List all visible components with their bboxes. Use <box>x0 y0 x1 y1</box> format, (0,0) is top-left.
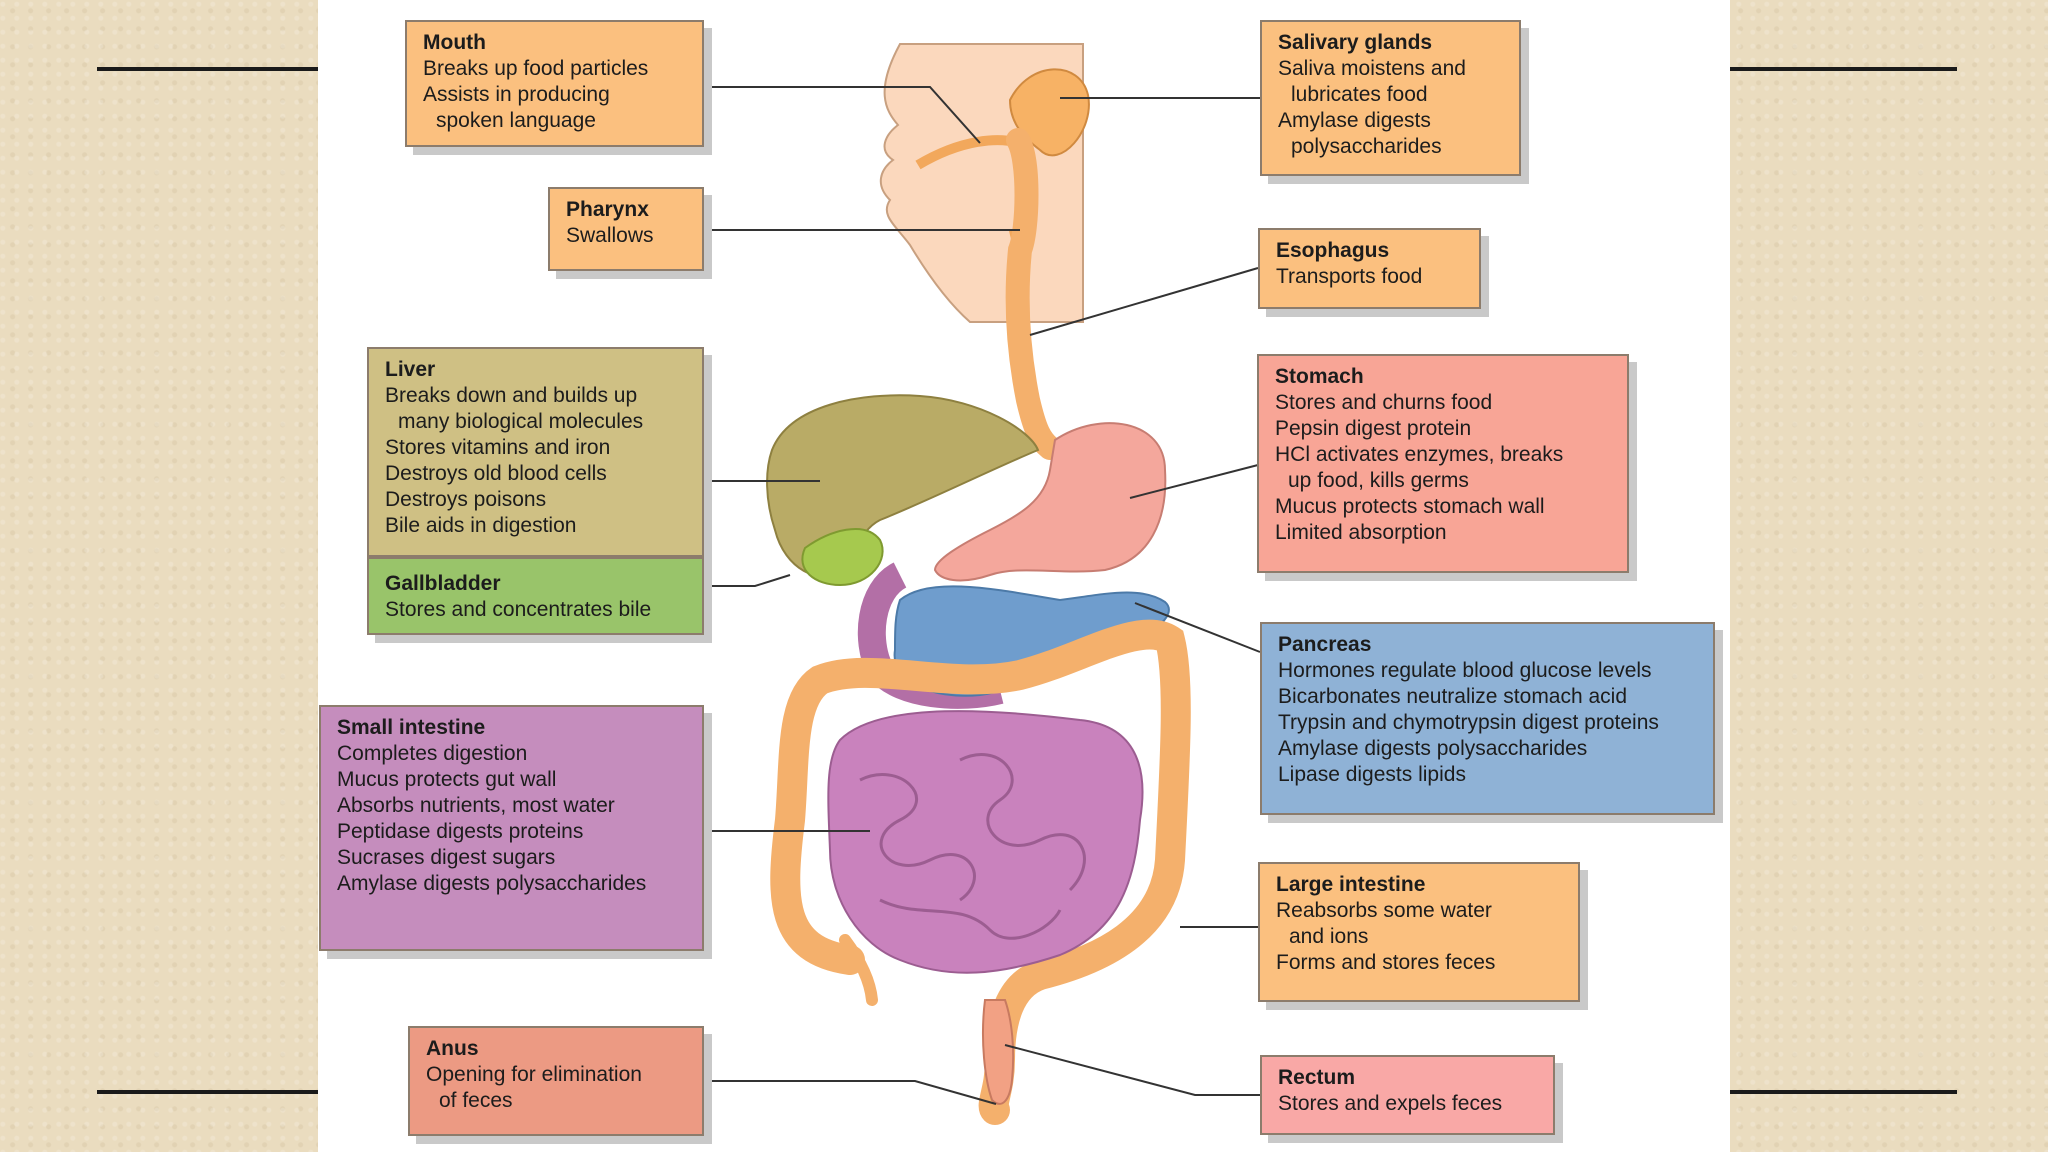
stomach-line: HCl activates enzymes, breaks <box>1275 443 1564 466</box>
anus-label: Anus Opening for elimination of feces <box>408 1026 704 1136</box>
pancreas-line: Lipase digests lipids <box>1278 763 1466 786</box>
small-intestine-shape <box>827 710 1144 974</box>
leader-anus <box>703 1080 997 1105</box>
salivary-glands-title: Salivary glands <box>1278 31 1433 54</box>
esophagus-line: Transports food <box>1276 265 1423 288</box>
stomach-line: up food, kills germs <box>1288 469 1469 492</box>
gallbladder-line: Stores and concentrates bile <box>385 598 652 621</box>
pancreas-line: Hormones regulate blood glucose levels <box>1278 659 1652 682</box>
salivary-glands-line: Amylase digests <box>1278 109 1431 132</box>
leader-lines <box>550 86 1261 1105</box>
stomach-line: Pepsin digest protein <box>1275 417 1472 440</box>
pharynx-title: Pharynx <box>566 198 649 221</box>
liver-line: Destroys poisons <box>385 488 547 511</box>
esophagus-title: Esophagus <box>1276 239 1390 262</box>
decor-line-bottom-left <box>97 1090 318 1094</box>
rectum-title: Rectum <box>1278 1066 1356 1089</box>
stomach-shape <box>933 422 1167 582</box>
leader-mouth <box>703 86 981 144</box>
pancreas-line: Trypsin and chymotrypsin digest proteins <box>1278 711 1659 734</box>
gallbladder-shape <box>801 527 884 587</box>
rectum-line: Stores and expels feces <box>1278 1092 1503 1115</box>
leader-stomach <box>1129 464 1259 499</box>
rectum-label: Rectum Stores and expels feces <box>1260 1055 1555 1135</box>
large-intestine-shape <box>770 619 1191 1125</box>
leader-pancreas <box>1134 602 1261 653</box>
stomach-line: Mucus protects stomach wall <box>1275 495 1545 518</box>
appendix-shape <box>839 934 878 1006</box>
salivary-glands-label: Salivary glands Saliva moistens and lubr… <box>1260 20 1521 176</box>
pancreas-line: Bicarbonates neutralize stomach acid <box>1278 685 1628 708</box>
liver-line: many biological molecules <box>398 410 644 433</box>
salivary-glands-line: lubricates food <box>1291 83 1428 106</box>
liver-title: Liver <box>385 358 436 381</box>
small-intestine-label: Small intestine Completes digestion Mucu… <box>319 705 704 951</box>
large-intestine-line: Reabsorbs some water <box>1276 899 1492 922</box>
small-intestine-coils <box>859 753 1086 940</box>
mouth-title: Mouth <box>423 31 486 54</box>
decor-line-top-right <box>1730 67 1957 71</box>
small-intestine-line: Mucus protects gut wall <box>337 768 557 791</box>
large-intestine-title: Large intestine <box>1276 873 1426 896</box>
anus-title: Anus <box>426 1037 479 1060</box>
mouth-line: spoken language <box>436 109 596 132</box>
small-intestine-line: Absorbs nutrients, most water <box>337 794 615 817</box>
salivary-glands-line: Saliva moistens and <box>1278 57 1466 80</box>
pharynx-label: Pharynx Swallows <box>548 187 704 271</box>
small-intestine-title: Small intestine <box>337 716 486 739</box>
esophagus-tube <box>1005 128 1062 460</box>
small-intestine-line: Peptidase digests proteins <box>337 820 584 843</box>
large-intestine-label: Large intestine Reabsorbs some water and… <box>1258 862 1580 1002</box>
head-illustration <box>879 43 1090 323</box>
decor-line-bottom-right <box>1730 1090 1957 1094</box>
large-intestine-line: Forms and stores feces <box>1276 951 1496 974</box>
salivary-glands-line: polysaccharides <box>1291 135 1442 158</box>
mouth-label: Mouth Breaks up food particles Assists i… <box>405 20 704 147</box>
leader-esophagus <box>1029 267 1259 336</box>
mouth-line: Assists in producing <box>423 83 610 106</box>
liver-line: Destroys old blood cells <box>385 462 607 485</box>
decor-line-top-left <box>97 67 318 71</box>
liver-line: Breaks down and builds up <box>385 384 638 407</box>
small-intestine-line: Amylase digests polysaccharides <box>337 872 647 895</box>
small-intestine-line: Sucrases digest sugars <box>337 846 556 869</box>
gallbladder-label: Gallbladder Stores and concentrates bile <box>367 557 704 635</box>
liver-label: Liver Breaks down and builds up many bio… <box>367 347 704 557</box>
liver-line: Bile aids in digestion <box>385 514 577 537</box>
pancreas-label: Pancreas Hormones regulate blood glucose… <box>1260 622 1715 815</box>
pharynx-line: Swallows <box>566 224 654 247</box>
liver-shape <box>766 394 1040 578</box>
stomach-line: Stores and churns food <box>1275 391 1493 414</box>
large-intestine-line: and ions <box>1289 925 1369 948</box>
stomach-line: Limited absorption <box>1275 521 1447 544</box>
mouth-line: Breaks up food particles <box>423 57 649 80</box>
liver-line: Stores vitamins and iron <box>385 436 611 459</box>
leader-rectum <box>1004 1044 1260 1096</box>
pancreas-title: Pancreas <box>1278 633 1372 656</box>
gallbladder-title: Gallbladder <box>385 572 501 595</box>
stomach-title: Stomach <box>1275 365 1364 388</box>
stomach-label: Stomach Stores and churns food Pepsin di… <box>1257 354 1629 573</box>
rectum-shape <box>981 999 1015 1105</box>
esophagus-label: Esophagus Transports food <box>1258 228 1481 309</box>
anus-line: of feces <box>439 1089 513 1112</box>
small-intestine-line: Completes digestion <box>337 742 528 765</box>
anus-line: Opening for elimination <box>426 1063 642 1086</box>
pancreas-line: Amylase digests polysaccharides <box>1278 737 1588 760</box>
